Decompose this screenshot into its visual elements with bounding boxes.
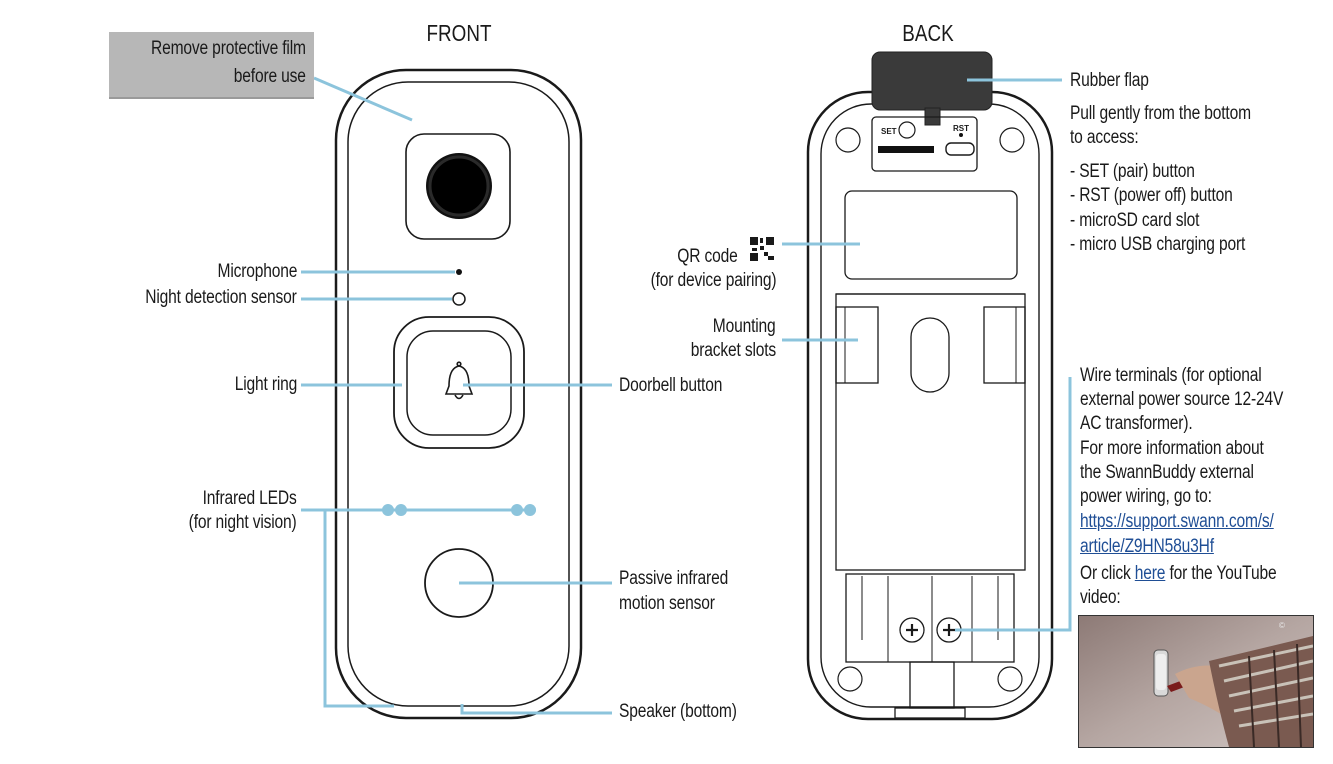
- port-panel: [871, 116, 978, 172]
- support-link-line2[interactable]: article/Z9HN58u3Hf: [1080, 536, 1214, 557]
- rubber-flap-label: Rubber flap: [1070, 70, 1149, 91]
- infrared-label-line1: Infrared LEDs: [203, 488, 297, 509]
- flap-item: - micro USB charging port: [1070, 234, 1246, 255]
- microsd-slot: [878, 146, 934, 153]
- support-link-line1[interactable]: https://support.swann.com/s/: [1080, 511, 1274, 532]
- support-link-cont[interactable]: article/Z9HN58u3Hf: [1080, 536, 1214, 558]
- bracket-label-line2: bracket slots: [690, 340, 776, 361]
- wire-label-line: the SwannBuddy external: [1080, 462, 1254, 483]
- back-header: BACK: [902, 20, 954, 46]
- wire-label-line: external power source 12-24V: [1080, 389, 1284, 410]
- wire-label-line: power wiring, go to:: [1080, 486, 1212, 507]
- video-label: video:: [1080, 587, 1121, 608]
- video-thumbnail[interactable]: ©: [1078, 615, 1314, 748]
- for-youtube-text: for the YouTube: [1165, 563, 1277, 584]
- film-label-line2: before use: [234, 66, 306, 87]
- youtube-here-link[interactable]: here: [1134, 563, 1166, 584]
- front-device: [334, 68, 583, 720]
- flap-item: - SET (pair) button: [1070, 161, 1195, 182]
- usb-port: [945, 142, 975, 156]
- flap-item: - microSD card slot: [1070, 210, 1200, 231]
- flap-item: - RST (power off) button: [1070, 185, 1233, 206]
- back-device: [806, 51, 1054, 721]
- night-sensor-dot: [452, 292, 466, 306]
- flap-desc-line2: to access:: [1070, 127, 1139, 148]
- flap-desc-line1: Pull gently from the bottom: [1070, 103, 1251, 124]
- microphone-label: Microphone: [217, 261, 297, 282]
- film-label-line1: Remove protective film: [151, 38, 306, 59]
- youtube-line: Or click here for the YouTube: [1080, 563, 1277, 585]
- leader-lines: [301, 76, 1072, 715]
- night-sensor-label: Night detection sensor: [145, 287, 298, 308]
- terminal-screw-left: [899, 617, 925, 643]
- light-ring: [393, 316, 525, 449]
- bracket-slot-left: [835, 306, 879, 384]
- set-label: SET: [881, 127, 897, 136]
- infrared-label-line2: (for night vision): [189, 512, 297, 533]
- camera-housing: [405, 133, 511, 240]
- terminal-block: [845, 573, 1015, 663]
- protective-film-callout: Remove protective film before use: [109, 32, 314, 97]
- center-slot: [910, 317, 950, 393]
- light-ring-label: Light ring: [234, 374, 298, 395]
- video-thumbnail-photo: ©: [1079, 616, 1313, 747]
- speaker-label: Speaker (bottom): [619, 701, 737, 722]
- qr-label-line2: (for device pairing): [650, 270, 776, 291]
- set-button: [898, 121, 916, 139]
- bracket-label-line1: Mounting: [713, 316, 776, 337]
- wire-label-line: Wire terminals (for optional: [1080, 365, 1262, 386]
- wire-label-line: AC transformer).: [1080, 413, 1193, 434]
- microphone-hole: [456, 269, 462, 275]
- front-header: FRONT: [426, 20, 492, 46]
- or-click-text: Or click: [1080, 563, 1135, 584]
- bracket-slot-right: [983, 306, 1026, 384]
- support-link[interactable]: https://support.swann.com/s/: [1080, 511, 1274, 533]
- qr-label-line1: QR code: [677, 246, 739, 267]
- pir-label-line1: Passive infrared: [619, 568, 729, 589]
- doorbell-button: [406, 330, 512, 436]
- doorbell-button-label: Doorbell button: [619, 375, 723, 396]
- pir-label-line2: motion sensor: [619, 593, 715, 614]
- svg-text:©: ©: [1279, 621, 1285, 630]
- wire-label-line: For more information about: [1080, 438, 1264, 459]
- bell-icon: [444, 361, 474, 400]
- qr-label-area: [844, 190, 1018, 280]
- qr-code-icon: [750, 237, 774, 261]
- rst-label: RST: [953, 124, 969, 133]
